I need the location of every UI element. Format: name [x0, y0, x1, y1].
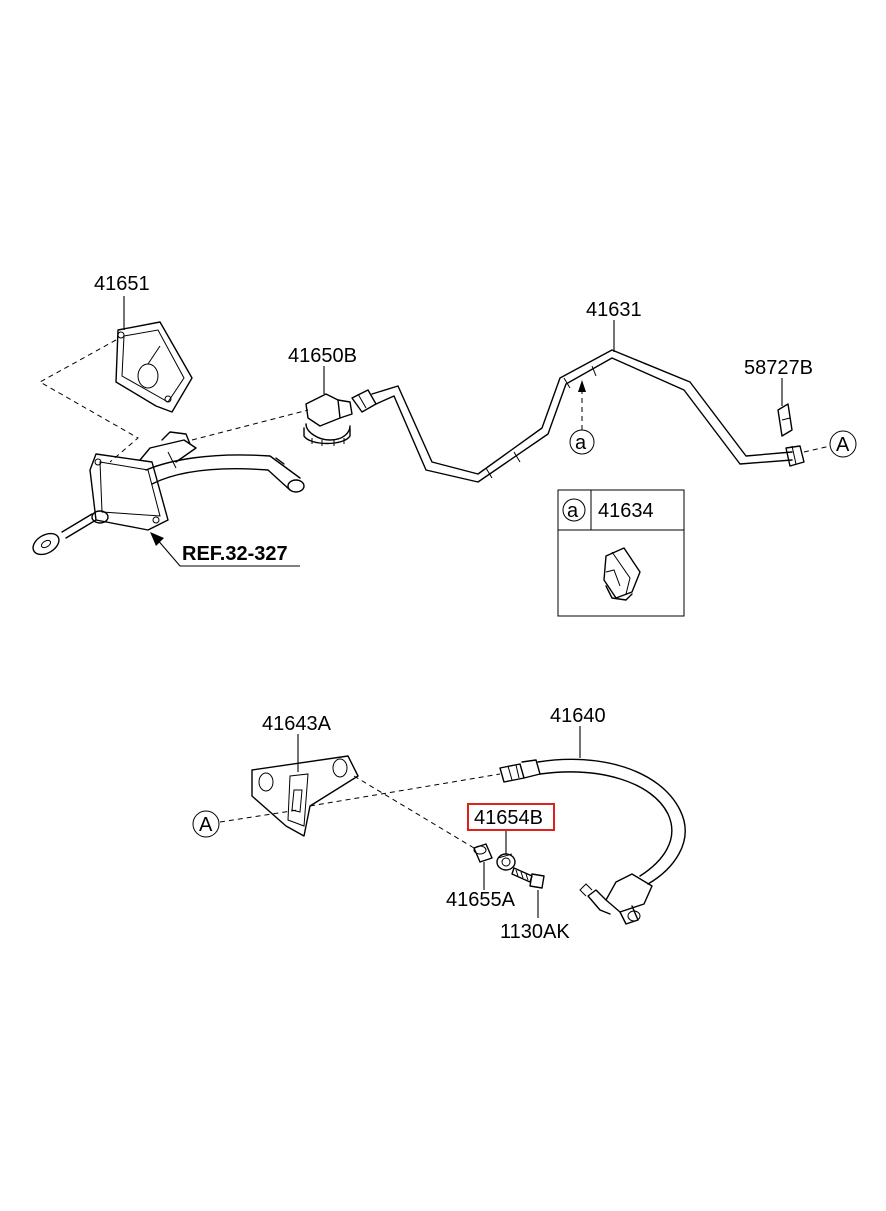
label-41643a: 41643A — [262, 713, 332, 735]
bracket-to-bushing-dashed — [353, 775, 475, 849]
marker-a-lower: a — [575, 432, 587, 454]
label-41650b: 41650B — [288, 345, 357, 367]
connector-41650b[interactable] — [303, 393, 353, 446]
label-41655a: 41655A — [446, 889, 516, 911]
clutch-tube-41631[interactable] — [351, 349, 805, 483]
clip-41634[interactable] — [603, 547, 641, 601]
inset-marker: a — [567, 500, 579, 522]
ref-a-circle-lower — [192, 810, 220, 838]
gasket-41651[interactable] — [115, 321, 193, 413]
inset-box-41634 — [557, 489, 685, 617]
label-41631: 41631 — [586, 299, 642, 321]
label-1130ak: 1130AK — [500, 921, 570, 943]
label-41654b[interactable]: 41654B — [474, 807, 543, 829]
highlight-box-41654b — [467, 803, 555, 831]
clip-58727b[interactable] — [777, 403, 793, 437]
bolt-1130ak[interactable] — [511, 867, 545, 889]
ref-a-lower[interactable]: A — [199, 814, 213, 836]
bushing-41655a[interactable] — [473, 843, 493, 863]
ref-a-upper[interactable]: A — [836, 434, 850, 456]
label-41651: 41651 — [94, 273, 150, 295]
alignment-dashed-line-connector — [191, 409, 309, 441]
ref-a-circle-upper — [829, 430, 857, 458]
grommet-41654b[interactable] — [496, 853, 516, 871]
ref-a-lower-dashed — [219, 809, 299, 823]
marker-a-circle — [569, 429, 595, 455]
ref-leader — [155, 537, 300, 567]
ref-arrowhead — [150, 532, 164, 546]
clutch-master-cylinder[interactable] — [29, 431, 305, 559]
clutch-hose-41640[interactable] — [499, 758, 686, 925]
inset-part-label: 41634 — [598, 500, 654, 522]
clip-arrowhead — [578, 380, 586, 392]
label-58727b: 58727B — [744, 357, 813, 379]
ref-label[interactable]: REF.32-327 — [182, 543, 288, 565]
label-41640: 41640 — [550, 705, 606, 727]
alignment-dashed-line-gasket — [38, 339, 139, 463]
bracket-41643a[interactable] — [251, 755, 359, 837]
bracket-to-hose-dashed — [309, 773, 501, 807]
ref-a-dashed-line — [803, 445, 831, 453]
